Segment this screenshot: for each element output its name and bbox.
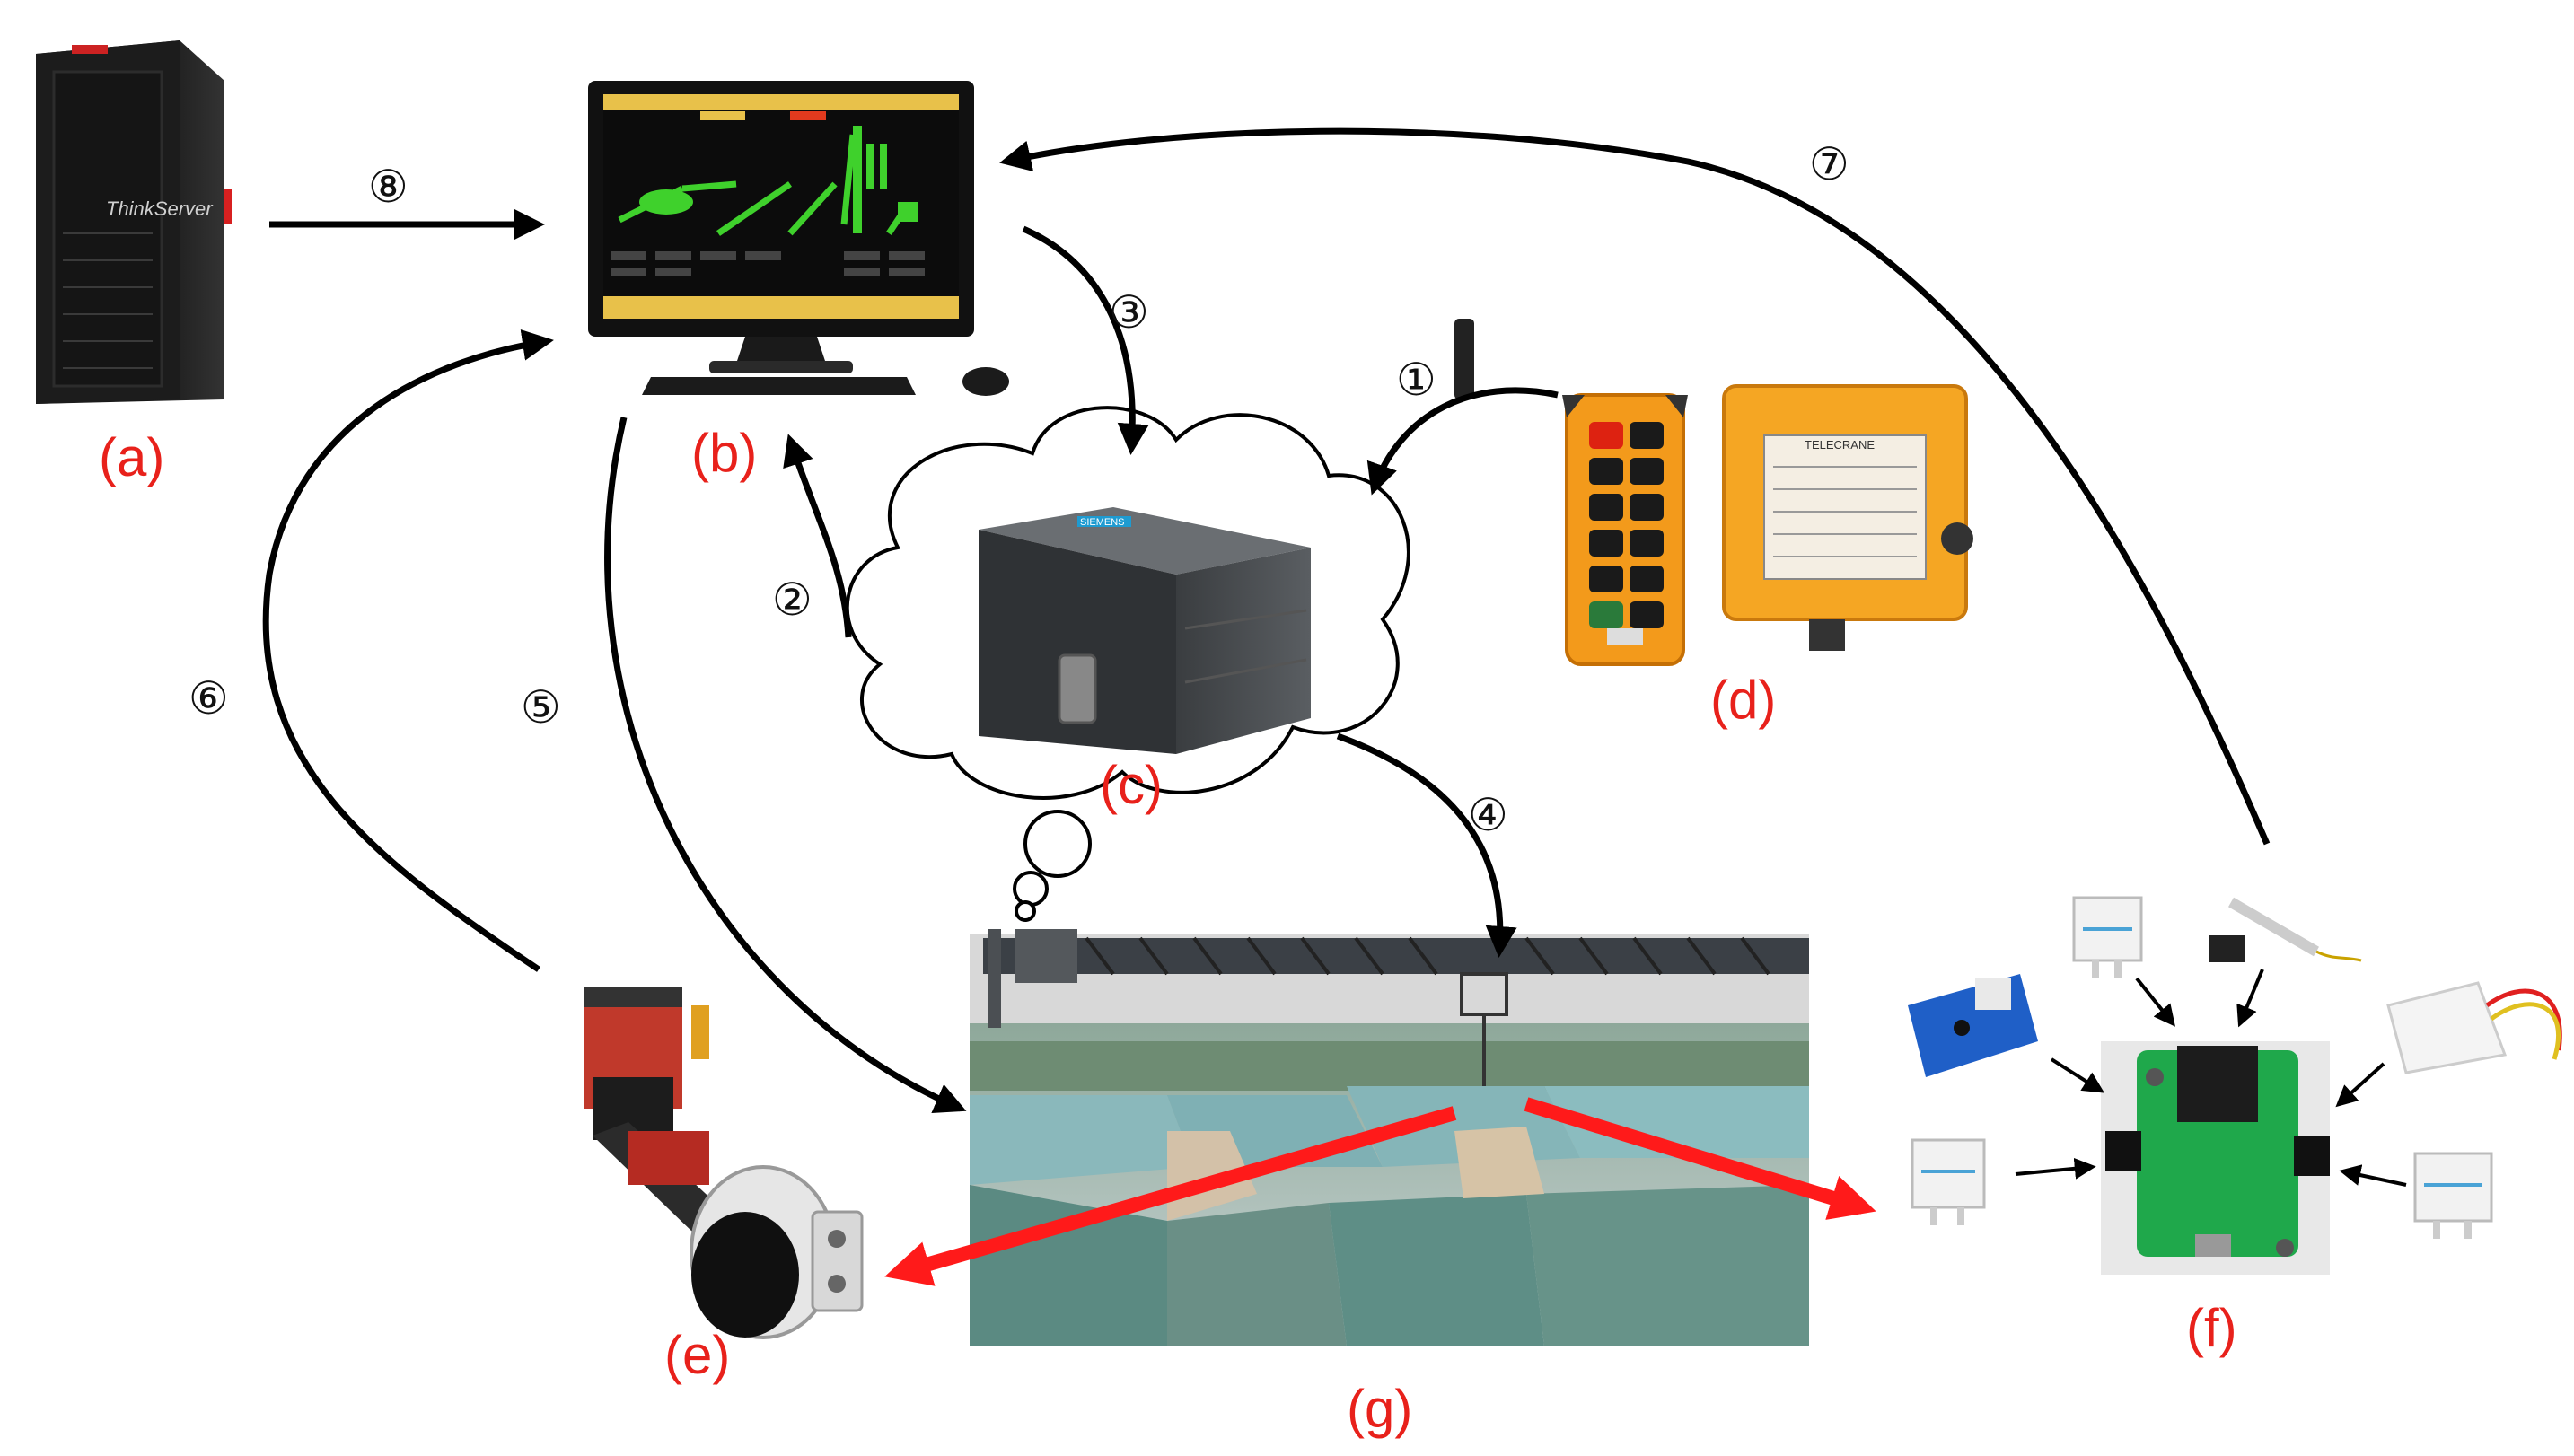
label-e: (e) — [664, 1325, 730, 1385]
arrow-4 — [1336, 732, 1517, 958]
wireless-remote-controller — [1454, 319, 1688, 666]
dht-humidity-sensor — [2386, 981, 2562, 1074]
arrow-2 — [783, 434, 852, 638]
step-7: ⑦ — [1809, 138, 1849, 190]
humidity-sensor-right — [2413, 1152, 2493, 1239]
plc-controller: SIEMENS — [979, 507, 1311, 754]
step-4: ④ — [1468, 789, 1508, 841]
humidity-sensor-top — [2072, 896, 2143, 978]
plc-brand-text: SIEMENS — [1080, 517, 1125, 528]
label-f: (f) — [2186, 1298, 2237, 1358]
crane-receiver-box: TELECRANE — [1722, 384, 1973, 651]
label-a: (a) — [99, 427, 164, 487]
temperature-probe-sensor — [2209, 897, 2362, 962]
crane-gantry-girder — [983, 929, 1809, 1113]
sensor-hub — [2101, 1041, 2330, 1275]
camera-gimbal-device — [584, 987, 864, 1339]
step-1: ① — [1396, 354, 1436, 406]
step-2: ② — [772, 574, 813, 626]
humidity-sensor-left — [1911, 1138, 1986, 1225]
detection-red-arrows — [884, 1097, 1876, 1286]
monitoring-computer — [588, 81, 1009, 396]
gyroscope-module — [1908, 974, 2038, 1077]
arrow-7 — [999, 127, 2271, 846]
flow-arrows — [262, 127, 2271, 1113]
sensor-input-arrows — [2015, 969, 2407, 1187]
step-3: ③ — [1109, 286, 1149, 338]
label-b: (b) — [691, 423, 757, 483]
step-5: ⑤ — [521, 681, 561, 733]
arrow-5 — [604, 417, 967, 1113]
stock-piles — [970, 1086, 1809, 1346]
label-c: (c) — [1100, 755, 1163, 815]
arrow-1 — [1366, 387, 1559, 496]
step-6: ⑥ — [189, 672, 229, 724]
arrow-6 — [262, 329, 554, 972]
crane-scene — [970, 929, 1809, 1346]
label-g: (g) — [1347, 1379, 1412, 1439]
label-d: (d) — [1710, 670, 1776, 730]
arrow-3 — [1022, 225, 1149, 455]
receiver-brand-text: TELECRANE — [1805, 438, 1875, 452]
server-brand-text: ThinkServer — [106, 197, 214, 220]
server-tower: ThinkServer — [36, 40, 232, 404]
step-8: ⑧ — [368, 161, 409, 213]
